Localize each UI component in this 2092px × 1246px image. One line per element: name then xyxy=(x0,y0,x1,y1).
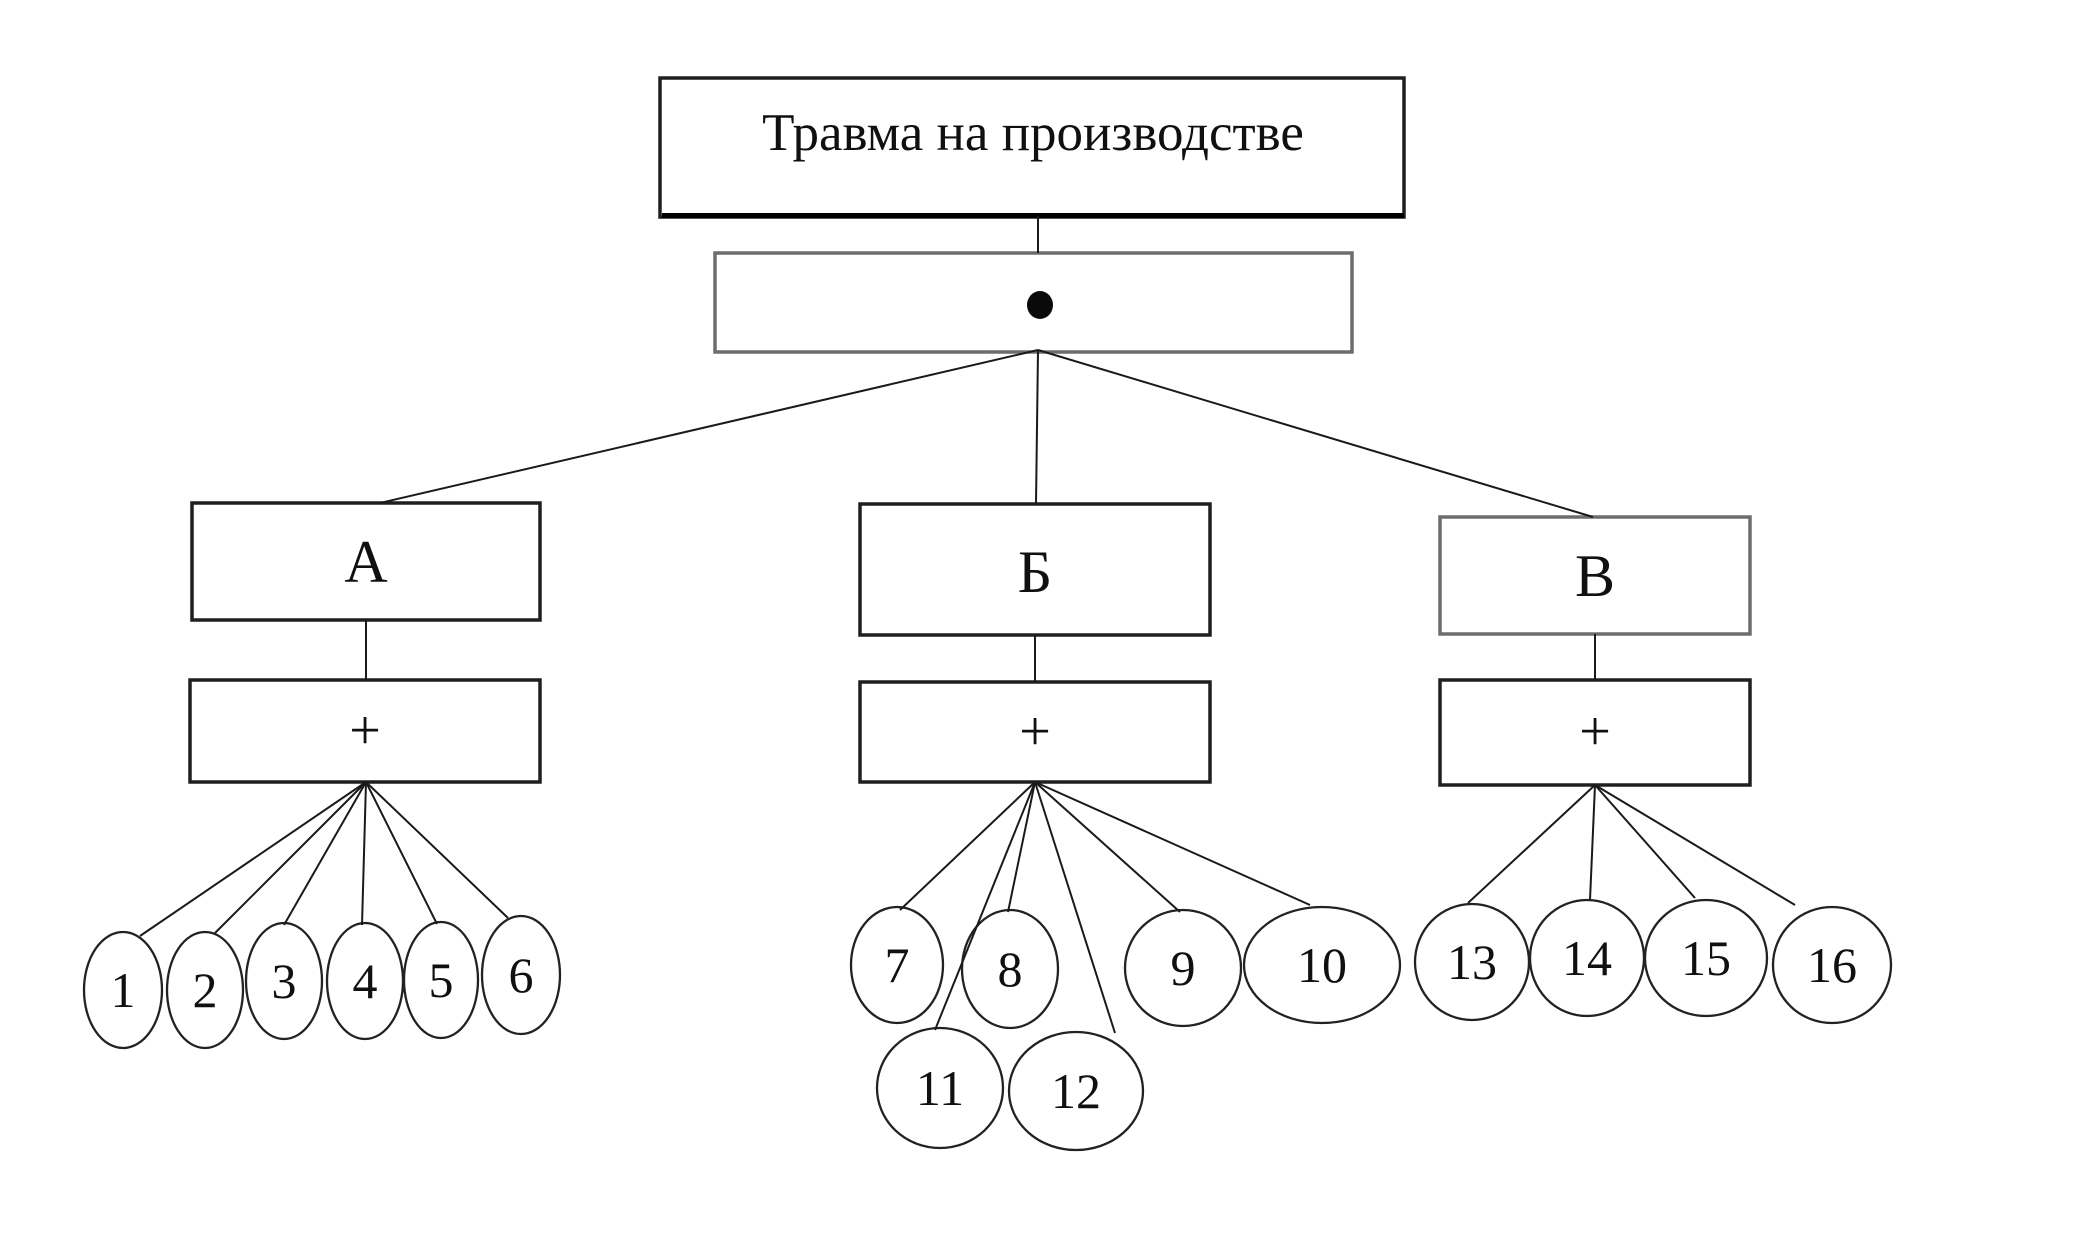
event-label-15: 15 xyxy=(1681,930,1731,986)
fan-line-a-1 xyxy=(139,781,367,937)
event-label-6: 6 xyxy=(509,947,534,1003)
event-node-10 xyxy=(1242,905,1402,1025)
event-label-8: 8 xyxy=(998,941,1023,997)
branch-v-label: В xyxy=(1575,543,1615,609)
branch-v-box xyxy=(1438,515,1752,636)
or-gate-v-box xyxy=(1438,678,1752,787)
fan-line-b-11 xyxy=(934,781,1036,1031)
top-event-box xyxy=(658,76,1406,219)
event-label-11: 11 xyxy=(916,1060,964,1116)
or-gate-b-symbol: + xyxy=(1019,701,1051,763)
branch-b-label: Б xyxy=(1018,539,1052,605)
event-label-10: 10 xyxy=(1297,937,1347,993)
fan-line-a-3 xyxy=(283,781,367,926)
fan-line-b-12 xyxy=(1034,781,1116,1034)
event-node-7 xyxy=(849,905,945,1025)
fan-line-b-7 xyxy=(899,781,1036,911)
and-gate-dot xyxy=(1027,291,1053,319)
event-node-15 xyxy=(1643,898,1769,1018)
event-label-9: 9 xyxy=(1171,940,1196,996)
event-node-6 xyxy=(480,914,562,1036)
event-label-12: 12 xyxy=(1051,1063,1101,1119)
event-node-5 xyxy=(402,920,480,1040)
event-node-8 xyxy=(960,908,1060,1030)
event-node-12 xyxy=(1007,1030,1145,1152)
event-label-5: 5 xyxy=(429,952,454,1008)
fan-line-v-14 xyxy=(1589,784,1596,901)
event-label-2: 2 xyxy=(193,962,218,1018)
or-gate-b-box xyxy=(858,680,1212,784)
fan-line-v-13 xyxy=(1467,784,1596,904)
fan-line-v-16 xyxy=(1594,784,1796,906)
event-label-3: 3 xyxy=(272,953,297,1009)
event-node-1 xyxy=(82,930,164,1050)
edge-and-gate-to-branch-v xyxy=(1037,349,1594,518)
fan-line-a-6 xyxy=(365,781,509,919)
event-label-1: 1 xyxy=(111,962,136,1018)
fan-line-a-4 xyxy=(361,781,367,926)
event-label-16: 16 xyxy=(1807,937,1857,993)
edge-and-gate-to-branch-b xyxy=(1035,349,1039,505)
fan-line-a-5 xyxy=(365,781,438,925)
event-node-16 xyxy=(1771,905,1893,1025)
or-gate-a-symbol: + xyxy=(349,700,381,762)
edge-and-gate-to-branch-a xyxy=(379,349,1039,504)
or-gate-a-box xyxy=(188,678,542,784)
event-label-14: 14 xyxy=(1562,930,1612,986)
event-node-9 xyxy=(1123,908,1243,1028)
or-gate-v-symbol: + xyxy=(1579,701,1611,763)
event-label-7: 7 xyxy=(885,937,910,993)
fan-line-b-9 xyxy=(1034,781,1181,913)
fan-line-v-15 xyxy=(1594,784,1696,899)
event-label-13: 13 xyxy=(1447,934,1497,990)
fan-line-a-2 xyxy=(214,781,367,934)
event-node-11 xyxy=(875,1026,1005,1150)
event-node-2 xyxy=(165,930,245,1050)
fan-line-b-8 xyxy=(1007,781,1036,913)
branch-a-label: А xyxy=(344,529,387,595)
top-event-label: Травма на производстве xyxy=(762,104,1304,162)
fan-line-b-10 xyxy=(1034,781,1311,906)
event-label-4: 4 xyxy=(353,953,378,1009)
branch-b-box xyxy=(858,502,1212,637)
